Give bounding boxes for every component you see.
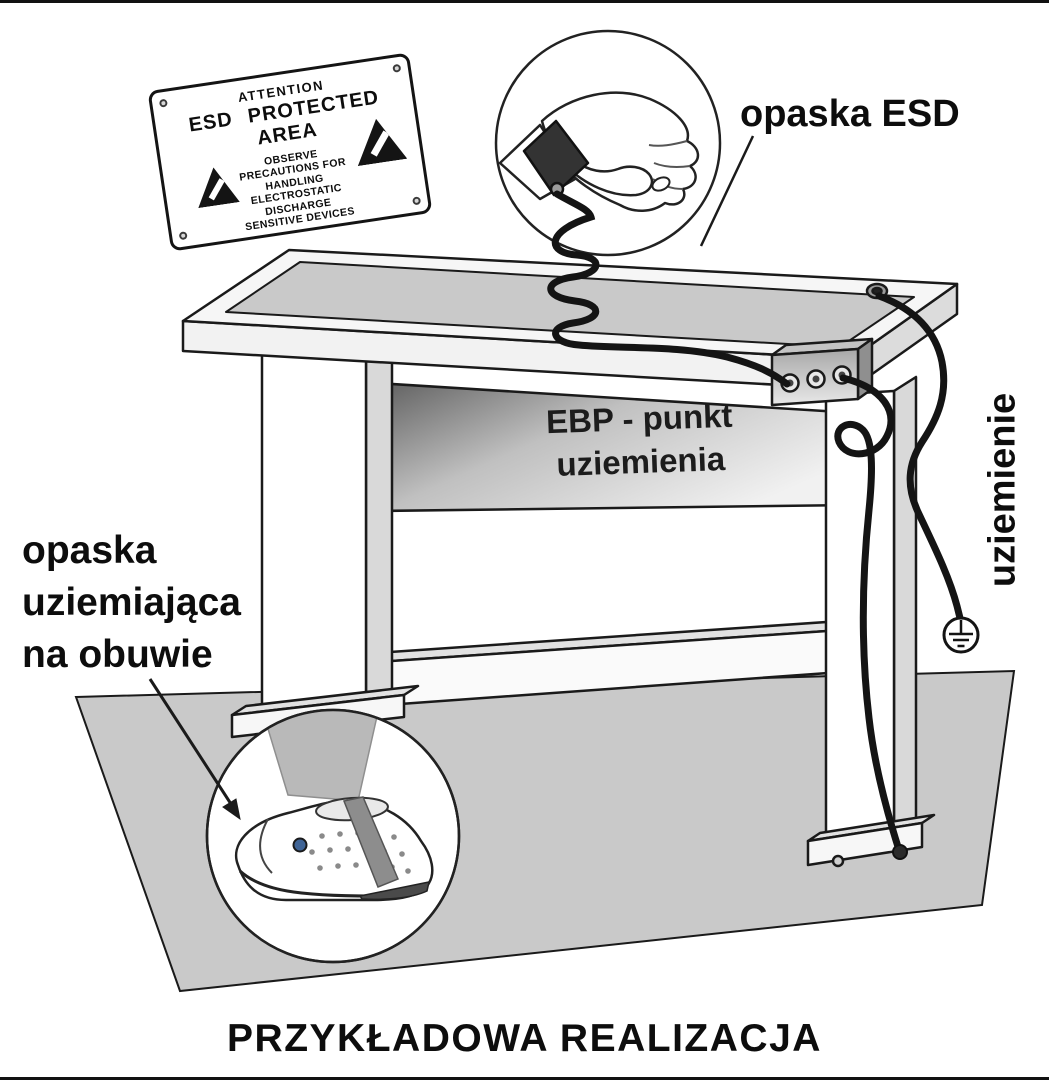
heel-sole [358,881,430,901]
arrowhead-icon [222,798,241,821]
toe-cap-line [259,818,273,874]
wrist-strap-band [522,119,590,197]
left-leg [260,353,368,733]
label-uziemienie: uziemienie [981,392,1024,588]
left-leg-side [364,341,394,717]
sign-body-text: OBSERVE PRECAUTIONS FOR HANDLING ELECTRO… [222,142,369,236]
label-ebp-line1: EBP - punkt [545,396,734,441]
shoe-grounder-inset [205,708,461,964]
right-leg-side [892,375,918,847]
label-shoe-line1: opaska [22,529,157,572]
label-opaska-uziemiajaca: opaska uziemiająca na obuwie [22,525,241,681]
esd-label-leader-line [699,135,755,247]
screw-icon [178,231,188,241]
label-shoe-line2: uziemiająca [22,581,241,624]
screw-icon [412,196,422,206]
esd-workstation-diagram [74,29,1016,993]
mat-snap [892,844,908,860]
label-shoe-line3: na obuwie [22,633,213,676]
right-foot-glide [831,854,845,868]
mat-ground-cable [834,374,903,854]
caption-title: PRZYKŁADOWA REALIZACJA [227,1017,822,1060]
earth-ground-icon [942,616,980,654]
wrist-strap-inset [494,29,722,257]
ebp-grounding-box [770,337,874,407]
workbench [181,248,959,868]
label-ebp-grounding-point: EBP - punkt uziemienia [507,392,774,487]
shoe-ground-stud [292,837,308,853]
wrist-coil-cable [547,190,791,388]
pinched-object [651,176,671,192]
thumb [563,159,654,197]
inset-circle-border [205,708,461,964]
heel-ground-strap [342,796,399,888]
label-opaska-esd: opaska ESD [740,93,960,135]
bench-ground-cable [875,292,964,622]
label-ebp-line2: uziemienia [555,440,726,483]
tabletop-work-mat [225,261,915,348]
shoe-label-arrow [148,678,241,821]
